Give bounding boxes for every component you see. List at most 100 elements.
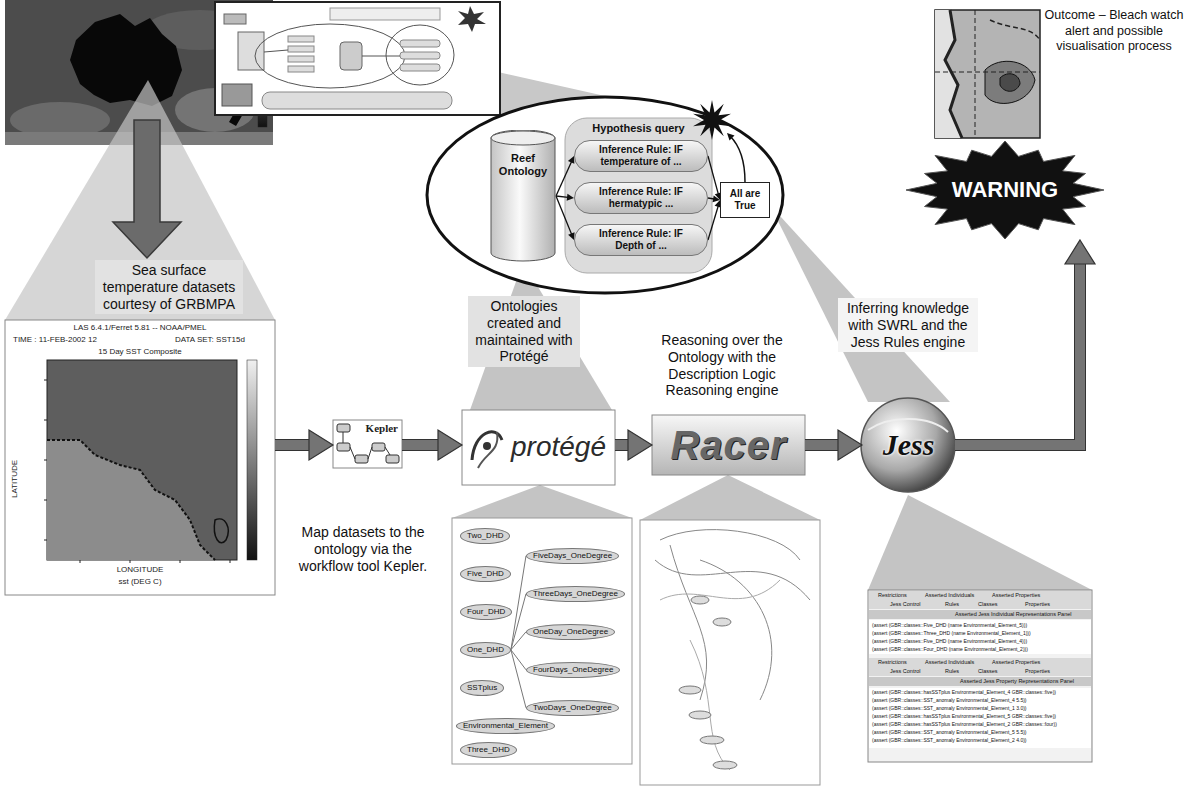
- class-node: Three_DHD: [460, 742, 517, 758]
- connector: [556, 194, 574, 201]
- connector-line: [511, 650, 526, 708]
- tool-logo: protégé: [462, 410, 615, 485]
- node-label: Reef Ontology: [493, 152, 553, 178]
- logo-text: Racer: [670, 425, 786, 465]
- class-name: Four_DHD: [467, 607, 505, 617]
- outcome-map: [935, 10, 1040, 138]
- jess-table: [869, 610, 1091, 619]
- table-row: (assert (GBR::classes::hasSSTplus Enviro…: [872, 690, 1056, 695]
- class-name: SSTplus: [467, 683, 497, 693]
- focus-ellipse: [730, 136, 745, 182]
- caption: Reasoning over the Ontology with the Des…: [647, 330, 797, 401]
- chart-text: DATA SET: SST15d: [175, 336, 245, 344]
- table-row: (assert (GBR::classes::Four_DHD (name En…: [872, 647, 1028, 652]
- class-node: SSTplus: [460, 680, 504, 696]
- connector-line: [556, 196, 568, 197]
- chart-frame: [180, 560, 181, 563]
- caption: Sea surface temperature datasets courtes…: [95, 260, 243, 314]
- caption: Map datasets to the ontology via the wor…: [288, 522, 438, 576]
- connector: [556, 156, 574, 196]
- chart-panel: LAS 6.4.1/Ferret 5.81 -- NOAA/PMELTIME :…: [5, 320, 275, 595]
- thumbnail: [288, 56, 314, 62]
- chart-text: 15 Day SST Composite: [5, 348, 275, 356]
- warning-burst: WARNING: [905, 140, 1105, 240]
- arrow-head: [309, 430, 333, 460]
- connector-line: [511, 594, 526, 650]
- racer-graph: [670, 545, 707, 700]
- table-row: (assert (GBR::classes::SST_anomaly Envir…: [872, 706, 1027, 711]
- cylinder-outline: [490, 130, 556, 262]
- class-name: TwoDays_OneDegree: [533, 703, 612, 713]
- rule-pill: Inference Rule: IF Depth of ...: [574, 224, 708, 256]
- chart-frame: [214, 519, 228, 543]
- racer-logo: [652, 415, 805, 475]
- kepler-logo: [386, 455, 399, 463]
- racer-graph: [690, 640, 730, 770]
- thumbnail: [215, 2, 500, 115]
- racer-graph: [689, 711, 711, 719]
- connector: [615, 430, 652, 460]
- table-row: (assert (GBR::classes::hasSSTplus Enviro…: [872, 722, 1057, 727]
- jess-table: [869, 658, 1091, 676]
- connector-line: [275, 439, 313, 451]
- chart-text: LATITUDE: [11, 460, 19, 498]
- node-label: All are True: [724, 188, 766, 212]
- racer-graph: [660, 530, 800, 560]
- kepler-logo: [343, 432, 390, 459]
- chart-frame: [44, 540, 47, 541]
- connector: [511, 594, 526, 650]
- tab-label: Asserted Individuals: [925, 660, 974, 666]
- jess-table: [868, 590, 1092, 762]
- class-name: ThreeDays_OneDegree: [533, 589, 618, 599]
- caption: Ontologies created and maintained with P…: [468, 296, 580, 367]
- class-node: Two_DHD: [460, 528, 510, 544]
- logo-text: protégé: [511, 432, 606, 463]
- tool-logo: Kepler: [333, 420, 402, 470]
- connector-line: [805, 439, 842, 451]
- tab-label: Restrictions: [878, 660, 907, 666]
- graph-panel: [452, 518, 632, 764]
- chart-frame: [44, 420, 47, 421]
- kepler-logo: [337, 424, 350, 432]
- class-node: Five_DHD: [460, 566, 511, 582]
- connector-line: [805, 440, 842, 450]
- focus-ellipse: [427, 97, 783, 293]
- arrow-head: [1065, 240, 1095, 264]
- connector-line: [955, 260, 1080, 445]
- racer-graph: [713, 761, 737, 769]
- tab-label: Classes: [978, 602, 998, 608]
- class-name: OneDay_OneDegree: [533, 627, 608, 637]
- jess-table: [868, 590, 1092, 762]
- jess-logo: [861, 398, 955, 492]
- chart-frame: [247, 360, 257, 560]
- chart-frame: [5, 320, 275, 595]
- chart-frame: [44, 500, 47, 501]
- thumbnail: [288, 46, 314, 52]
- connector-line: [955, 260, 1080, 445]
- class-name: Three_DHD: [467, 745, 510, 755]
- class-node: TwoDays_OneDegree: [526, 700, 619, 716]
- chart-frame: [5, 320, 275, 595]
- tab-label: Properties: [1025, 602, 1050, 608]
- query-region: Hypothesis queryInference Rule: IF tempe…: [565, 118, 712, 273]
- caption: Outcome – Bleach watch alert and possibl…: [1044, 8, 1184, 55]
- thumbnail: [264, 50, 288, 52]
- racer-graph: [700, 736, 724, 744]
- arrow-head: [567, 194, 574, 201]
- connector: [511, 556, 526, 650]
- connector: [556, 196, 575, 240]
- class-node: FourDays_OneDegree: [526, 662, 620, 678]
- class-node: Environmental_Element: [456, 718, 555, 734]
- class-node: One_DHD: [460, 642, 511, 658]
- thumbnail: [400, 64, 440, 71]
- outcome-map: [935, 10, 962, 138]
- down-arrow: [113, 120, 181, 258]
- connector-line: [511, 556, 526, 650]
- connector-line: [556, 196, 572, 235]
- connector: [805, 430, 862, 460]
- class-name: One_DHD: [467, 645, 504, 655]
- connector-line: [556, 161, 572, 196]
- chart-text: sst (DEG C): [5, 578, 275, 586]
- chart-frame: [47, 440, 215, 560]
